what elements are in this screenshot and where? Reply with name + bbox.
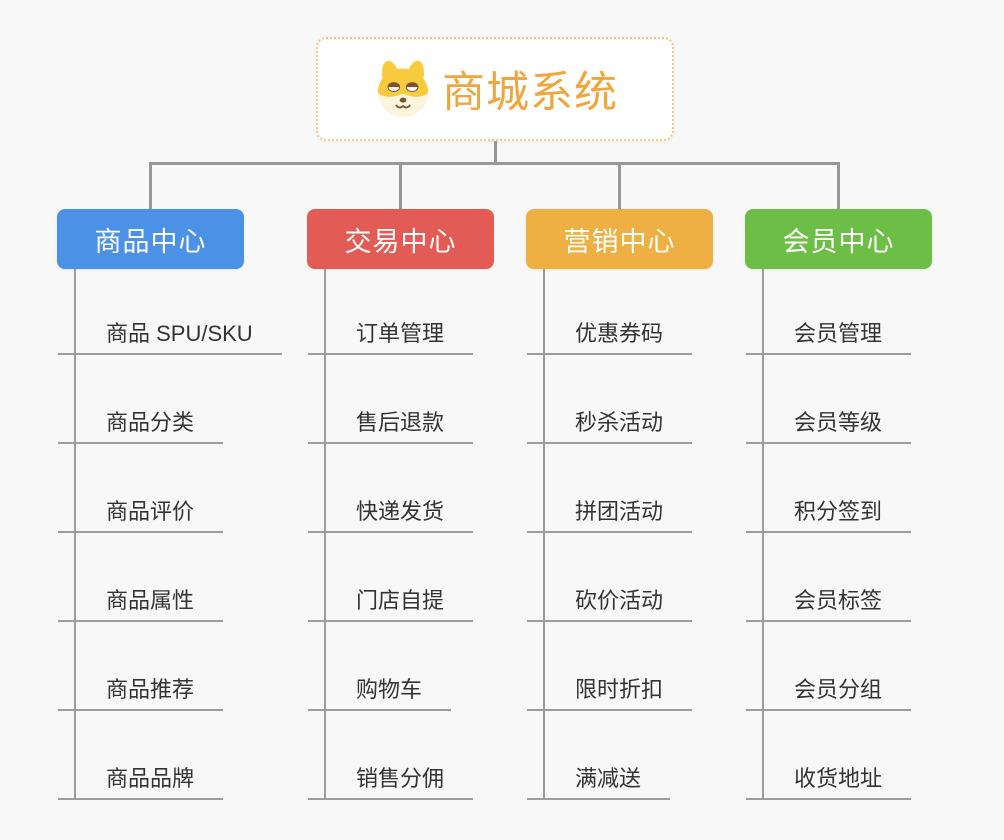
- branch-item[interactable]: 购物车: [308, 673, 452, 711]
- branch-item[interactable]: 秒杀活动: [527, 406, 693, 444]
- shiba-dog-icon: [377, 60, 429, 118]
- branch-marketing-center: 营销中心 优惠券码 秒杀活动 拼团活动 砍价活动 限时折扣 满减送: [526, 209, 776, 809]
- branch-item[interactable]: 优惠券码: [527, 317, 693, 355]
- branch-item[interactable]: 门店自提: [308, 584, 474, 622]
- branch-spine-line: [762, 269, 764, 800]
- branch-item[interactable]: 满减送: [527, 762, 671, 800]
- branch-item[interactable]: 积分签到: [746, 495, 912, 533]
- branch-item[interactable]: 会员标签: [746, 584, 912, 622]
- branch-item[interactable]: 商品属性: [58, 584, 224, 622]
- branch-item[interactable]: 砍价活动: [527, 584, 693, 622]
- branch-drop-line: [149, 162, 152, 209]
- branch-header-product-center[interactable]: 商品中心: [57, 209, 244, 269]
- branch-item[interactable]: 会员管理: [746, 317, 912, 355]
- branch-item[interactable]: 快递发货: [308, 495, 474, 533]
- branch-spine-line: [74, 269, 76, 800]
- root-connector-line: [494, 141, 497, 164]
- branch-header-trade-center[interactable]: 交易中心: [307, 209, 494, 269]
- branch-item[interactable]: 会员分组: [746, 673, 912, 711]
- branch-item[interactable]: 收货地址: [746, 762, 912, 800]
- branch-item[interactable]: 会员等级: [746, 406, 912, 444]
- branch-spine-line: [324, 269, 326, 800]
- branch-drop-line: [399, 162, 402, 209]
- branch-product-center: 商品中心 商品 SPU/SKU 商品分类 商品评价 商品属性 商品推荐 商品品牌: [57, 209, 307, 809]
- root-node[interactable]: 商城系统: [316, 37, 674, 141]
- branch-item[interactable]: 商品品牌: [58, 762, 224, 800]
- branch-drop-line: [837, 162, 840, 209]
- branch-item[interactable]: 商品 SPU/SKU: [58, 317, 282, 355]
- branch-item[interactable]: 商品分类: [58, 406, 224, 444]
- branch-item[interactable]: 限时折扣: [527, 673, 693, 711]
- branch-drop-line: [618, 162, 621, 209]
- branch-item[interactable]: 商品评价: [58, 495, 224, 533]
- branch-header-member-center[interactable]: 会员中心: [745, 209, 932, 269]
- branch-item[interactable]: 售后退款: [308, 406, 474, 444]
- branch-trade-center: 交易中心 订单管理 售后退款 快递发货 门店自提 购物车 销售分佣: [307, 209, 557, 809]
- branch-member-center: 会员中心 会员管理 会员等级 积分签到 会员标签 会员分组 收货地址: [745, 209, 995, 809]
- branch-item[interactable]: 订单管理: [308, 317, 474, 355]
- branch-item[interactable]: 商品推荐: [58, 673, 224, 711]
- branch-header-marketing-center[interactable]: 营销中心: [526, 209, 713, 269]
- branch-spine-line: [543, 269, 545, 800]
- root-title: 商城系统: [442, 69, 618, 117]
- branch-item[interactable]: 拼团活动: [527, 495, 693, 533]
- branch-bus-line: [149, 162, 840, 165]
- branch-item[interactable]: 销售分佣: [308, 762, 474, 800]
